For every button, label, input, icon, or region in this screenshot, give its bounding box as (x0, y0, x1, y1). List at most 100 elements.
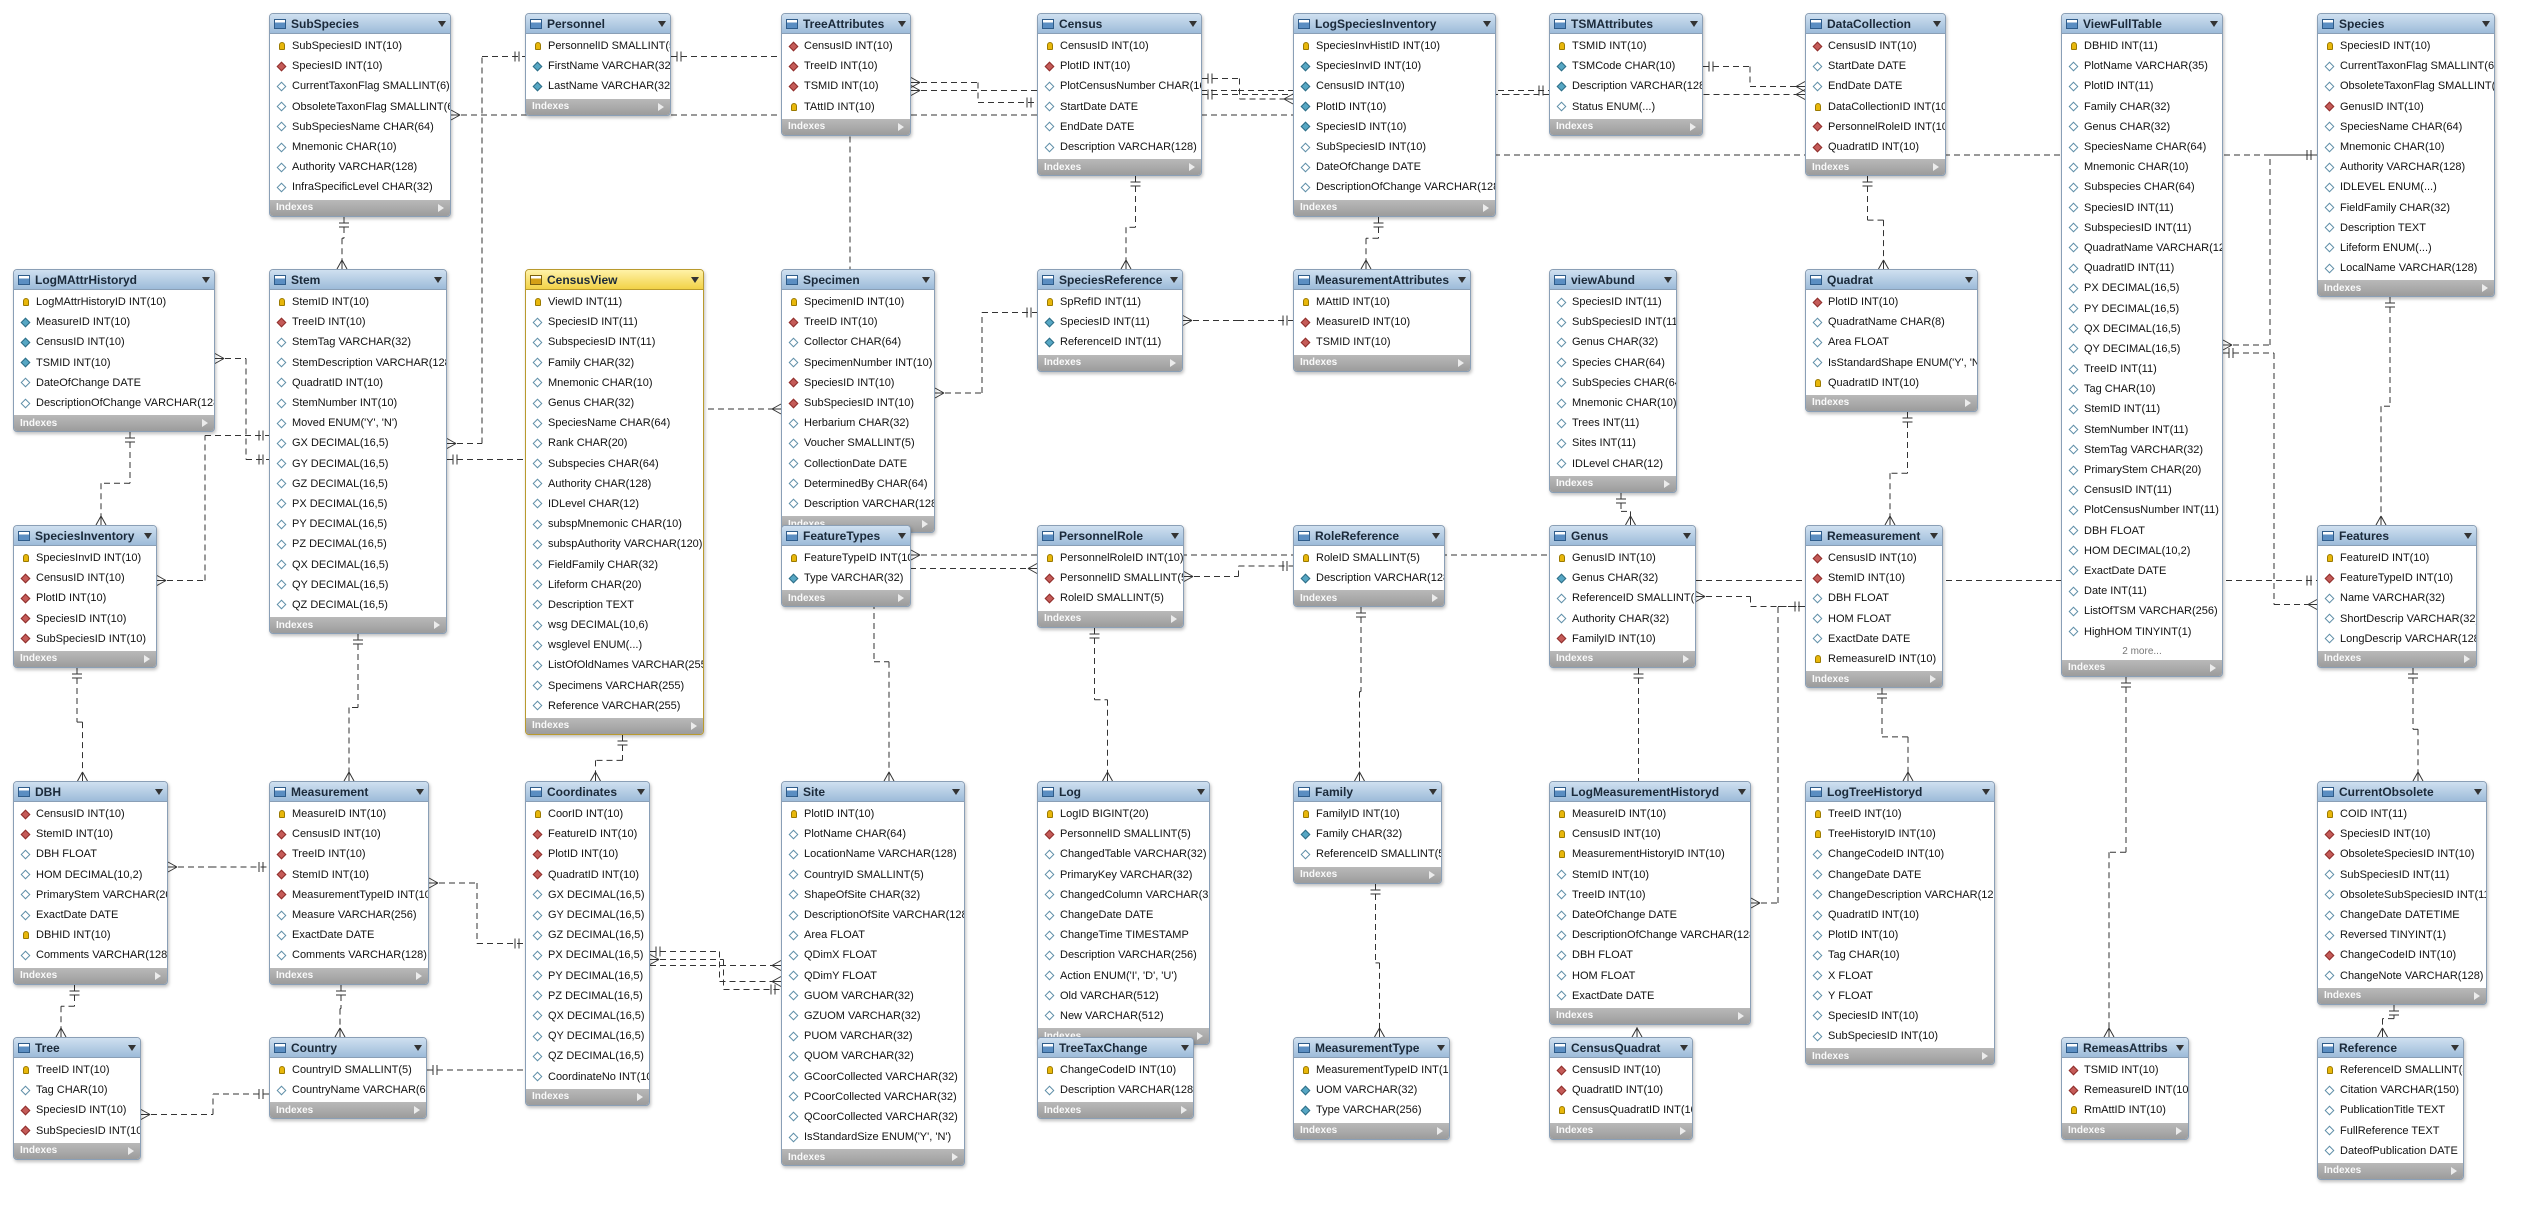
expand-arrow-icon[interactable] (434, 621, 440, 629)
collapse-arrow-icon[interactable] (952, 788, 960, 795)
column-row[interactable]: Tag CHAR(10) (1806, 945, 1994, 965)
column-row[interactable]: FieldFamily CHAR(32) (2318, 198, 2494, 218)
table-header[interactable]: Specimen (782, 270, 934, 290)
expand-arrow-icon[interactable] (1738, 1011, 1744, 1020)
indexes-section[interactable]: Indexes (1806, 1048, 1994, 1065)
expand-arrow-icon[interactable] (1982, 1052, 1988, 1061)
column-row[interactable]: subspMnemonic CHAR(10) (526, 514, 703, 534)
expand-arrow-icon[interactable] (416, 971, 422, 980)
column-row[interactable]: ObsoleteSubSpeciesID INT(11) (2318, 885, 2486, 905)
indexes-section[interactable]: Indexes (1550, 650, 1695, 667)
column-row[interactable]: PlotID INT(10) (1806, 925, 1994, 945)
column-row[interactable]: MeasurementHistoryID INT(10) (1550, 844, 1750, 864)
column-row[interactable]: PublicationTitle TEXT (2318, 1100, 2463, 1120)
column-row[interactable]: Description TEXT (526, 595, 703, 615)
expand-arrow-icon[interactable] (1664, 479, 1670, 488)
column-row[interactable]: GZ DECIMAL(16,5) (270, 474, 446, 494)
column-row[interactable]: StemTag VARCHAR(32) (2062, 440, 2222, 460)
column-row[interactable]: SpeciesID INT(10) (2318, 824, 2486, 844)
indexes-section[interactable]: Indexes (2318, 650, 2476, 667)
table-header[interactable]: MeasurementType (1294, 1038, 1449, 1058)
expand-arrow-icon[interactable] (1170, 358, 1176, 367)
column-row[interactable]: StemID INT(10) (1806, 568, 1942, 588)
column-row[interactable]: GZUOM VARCHAR(32) (782, 1006, 964, 1026)
column-row[interactable]: DBH FLOAT (1806, 588, 1942, 608)
column-row[interactable]: ChangeTime TIMESTAMP (1038, 925, 1209, 945)
column-row[interactable]: PlotID INT(10) (782, 804, 964, 824)
column-row[interactable]: DescriptionOfSite VARCHAR(128) (782, 905, 964, 925)
expand-arrow-icon[interactable] (2474, 991, 2480, 1000)
column-row[interactable]: DescriptionOfChange VARCHAR(128) (14, 393, 214, 413)
table-header[interactable]: Stem (270, 270, 446, 290)
table-header[interactable]: Measurement (270, 782, 428, 802)
column-row[interactable]: PersonnelID SMALLINT(5) (526, 36, 670, 56)
column-row[interactable]: Authority VARCHAR(128) (2318, 157, 2494, 177)
column-row[interactable]: GCoorCollected VARCHAR(32) (782, 1066, 964, 1086)
expand-arrow-icon[interactable] (1933, 163, 1939, 172)
column-row[interactable]: TreeID INT(10) (14, 1060, 140, 1080)
column-row[interactable]: SpecimenID INT(10) (782, 292, 934, 312)
indexes-section[interactable]: Indexes (1550, 475, 1676, 492)
column-row[interactable]: Comments VARCHAR(128) (270, 945, 428, 965)
indexes-section[interactable]: Indexes (1806, 394, 1977, 411)
column-row[interactable]: SubSpeciesID INT(11) (1550, 312, 1676, 332)
column-row[interactable]: Status ENUM(...) (1550, 97, 1702, 117)
column-row[interactable]: PersonnelID SMALLINT(5) (1038, 824, 1209, 844)
collapse-arrow-icon[interactable] (1458, 276, 1466, 283)
collapse-arrow-icon[interactable] (922, 276, 930, 283)
column-row[interactable]: PX DECIMAL(16,5) (2062, 278, 2222, 298)
column-row[interactable]: Tag CHAR(10) (2062, 379, 2222, 399)
collapse-arrow-icon[interactable] (1680, 1044, 1688, 1051)
column-row[interactable]: StemDescription VARCHAR(128) (270, 353, 446, 373)
table-header[interactable]: Site (782, 782, 964, 802)
collapse-arrow-icon[interactable] (1432, 532, 1440, 539)
column-row[interactable]: QuadratID INT(10) (270, 373, 446, 393)
column-row[interactable]: TreeID INT(10) (782, 56, 910, 76)
column-row[interactable]: DescriptionOfChange VARCHAR(128) (1294, 177, 1495, 197)
column-row[interactable]: GUOM VARCHAR(32) (782, 986, 964, 1006)
column-row[interactable]: Mnemonic CHAR(10) (270, 137, 450, 157)
column-row[interactable]: MeasureID INT(10) (1550, 804, 1750, 824)
column-row[interactable]: RoleID SMALLINT(5) (1294, 548, 1444, 568)
column-row[interactable]: Citation VARCHAR(150) (2318, 1080, 2463, 1100)
column-row[interactable]: PlotID INT(11) (2062, 76, 2222, 96)
expand-arrow-icon[interactable] (1181, 1106, 1187, 1115)
column-row[interactable]: ReferenceID SMALLINT(5) (1550, 588, 1695, 608)
column-row[interactable]: Description VARCHAR(128) (1038, 1080, 1193, 1100)
column-row[interactable]: Specimens VARCHAR(255) (526, 676, 703, 696)
collapse-arrow-icon[interactable] (1437, 1044, 1445, 1051)
collapse-arrow-icon[interactable] (1181, 1044, 1189, 1051)
indexes-section[interactable]: Indexes (14, 1142, 140, 1159)
column-row[interactable]: DBH FLOAT (14, 844, 167, 864)
table-header[interactable]: Family (1294, 782, 1441, 802)
column-row[interactable]: PlotCensusNumber INT(11) (2062, 500, 2222, 520)
column-row[interactable]: SubSpeciesID INT(10) (270, 36, 450, 56)
column-row[interactable]: HOM DECIMAL(10,2) (2062, 541, 2222, 561)
indexes-section[interactable]: Indexes (1550, 1007, 1750, 1024)
column-row[interactable]: MeasureID INT(10) (1294, 312, 1470, 332)
indexes-section[interactable]: Indexes (270, 617, 446, 633)
column-row[interactable]: QuadratID INT(10) (1550, 1080, 1692, 1100)
expand-arrow-icon[interactable] (144, 654, 150, 663)
column-row[interactable]: Mnemonic CHAR(10) (2062, 157, 2222, 177)
table-header[interactable]: TreeTaxChange (1038, 1038, 1193, 1058)
column-row[interactable]: Area FLOAT (1806, 332, 1977, 352)
column-row[interactable]: StartDate DATE (1806, 56, 1945, 76)
column-row[interactable]: DateOfChange DATE (1294, 157, 1495, 177)
column-row[interactable]: COID INT(11) (2318, 804, 2486, 824)
indexes-section[interactable]: Indexes (782, 1149, 964, 1166)
column-row[interactable]: PrimaryKey VARCHAR(32) (1038, 865, 1209, 885)
column-row[interactable]: SpeciesName CHAR(64) (2062, 137, 2222, 157)
column-row[interactable]: SpeciesID INT(10) (2318, 36, 2494, 56)
